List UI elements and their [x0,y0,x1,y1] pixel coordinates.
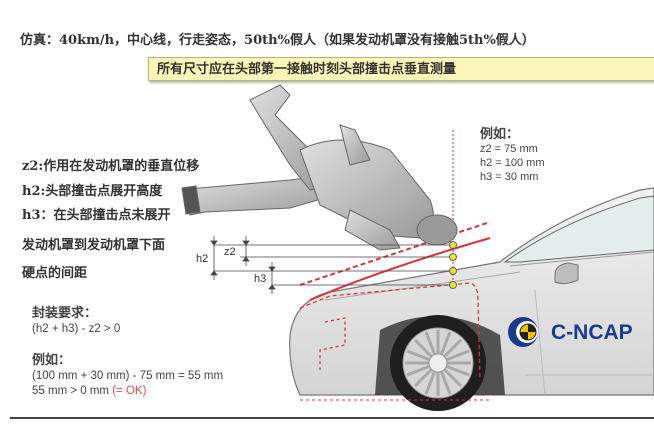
requirement-example-heading: 例如： [32,353,72,368]
pedestrian-dummy [181,84,458,251]
definition-h3-cont1: 发动机罩到发动机罩下面 [22,238,166,253]
ground-line [10,417,654,419]
car [289,187,654,411]
example-inequality: 55 mm > 0 mm [32,385,110,397]
h3-label: h3 [254,273,266,285]
example-h2: h2 = 100 mm [480,157,545,169]
requirement-example-line1: (100 mm + 30 mm) - 75 mm = 55 mm [32,370,224,382]
example-z2: z2 = 75 mm [480,143,538,155]
definition-z2: z2:作用在发动机罩的垂直位移 [22,159,200,174]
cncap-logo-text: C-NCAP [551,321,633,344]
z2-label: z2 [224,246,236,258]
requirement-example-line2: 55 mm > 0 mm (= OK) [32,385,146,397]
definition-h2: h2:头部撞击点展开高度 [22,184,163,199]
slide-title: 仿真：40km/h，中心线，行走姿态，50th%假人（如果发动机罩没有接触5th… [20,33,535,48]
requirement-heading: 封装要求： [32,306,98,321]
definition-h3: h3：在头部撞击点未展开 [22,208,171,223]
example-h3: h3 = 30 mm [480,171,539,183]
definition-h3-cont2: 硬点的间距 [22,266,88,281]
example-values-heading: 例如： [480,127,520,142]
example-result: (= OK) [112,385,147,397]
under-hood-hardpoints [299,221,491,401]
side-mirror [554,262,579,285]
measurement-note: 所有尺寸应在头部第一接触时刻头部撞击点垂直测量 [148,57,654,81]
requirement-formula: (h2 + h3) - z2 > 0 [32,323,121,335]
h2-label: h2 [196,253,208,265]
dimension-lines [210,236,450,294]
